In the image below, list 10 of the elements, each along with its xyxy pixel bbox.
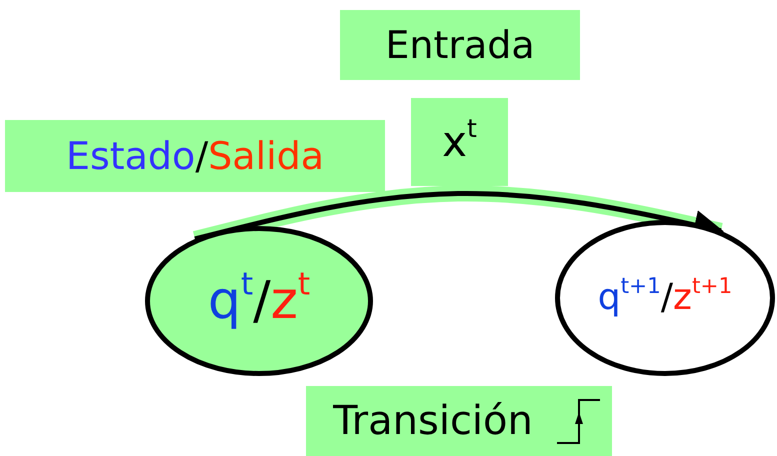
- label-text: Entrada: [385, 26, 535, 64]
- label-text: Transición: [333, 401, 533, 441]
- label-box: [411, 98, 508, 186]
- arrow: [194, 191, 724, 242]
- state-label: q$^{t}$/z$^{t}$: [208, 275, 310, 327]
- label-box: [5, 120, 385, 192]
- label-text: Estado/Salida: [66, 137, 324, 175]
- label-box: [340, 10, 580, 80]
- label-text: x$^{t}$: [442, 121, 477, 163]
- label-box: [306, 386, 612, 456]
